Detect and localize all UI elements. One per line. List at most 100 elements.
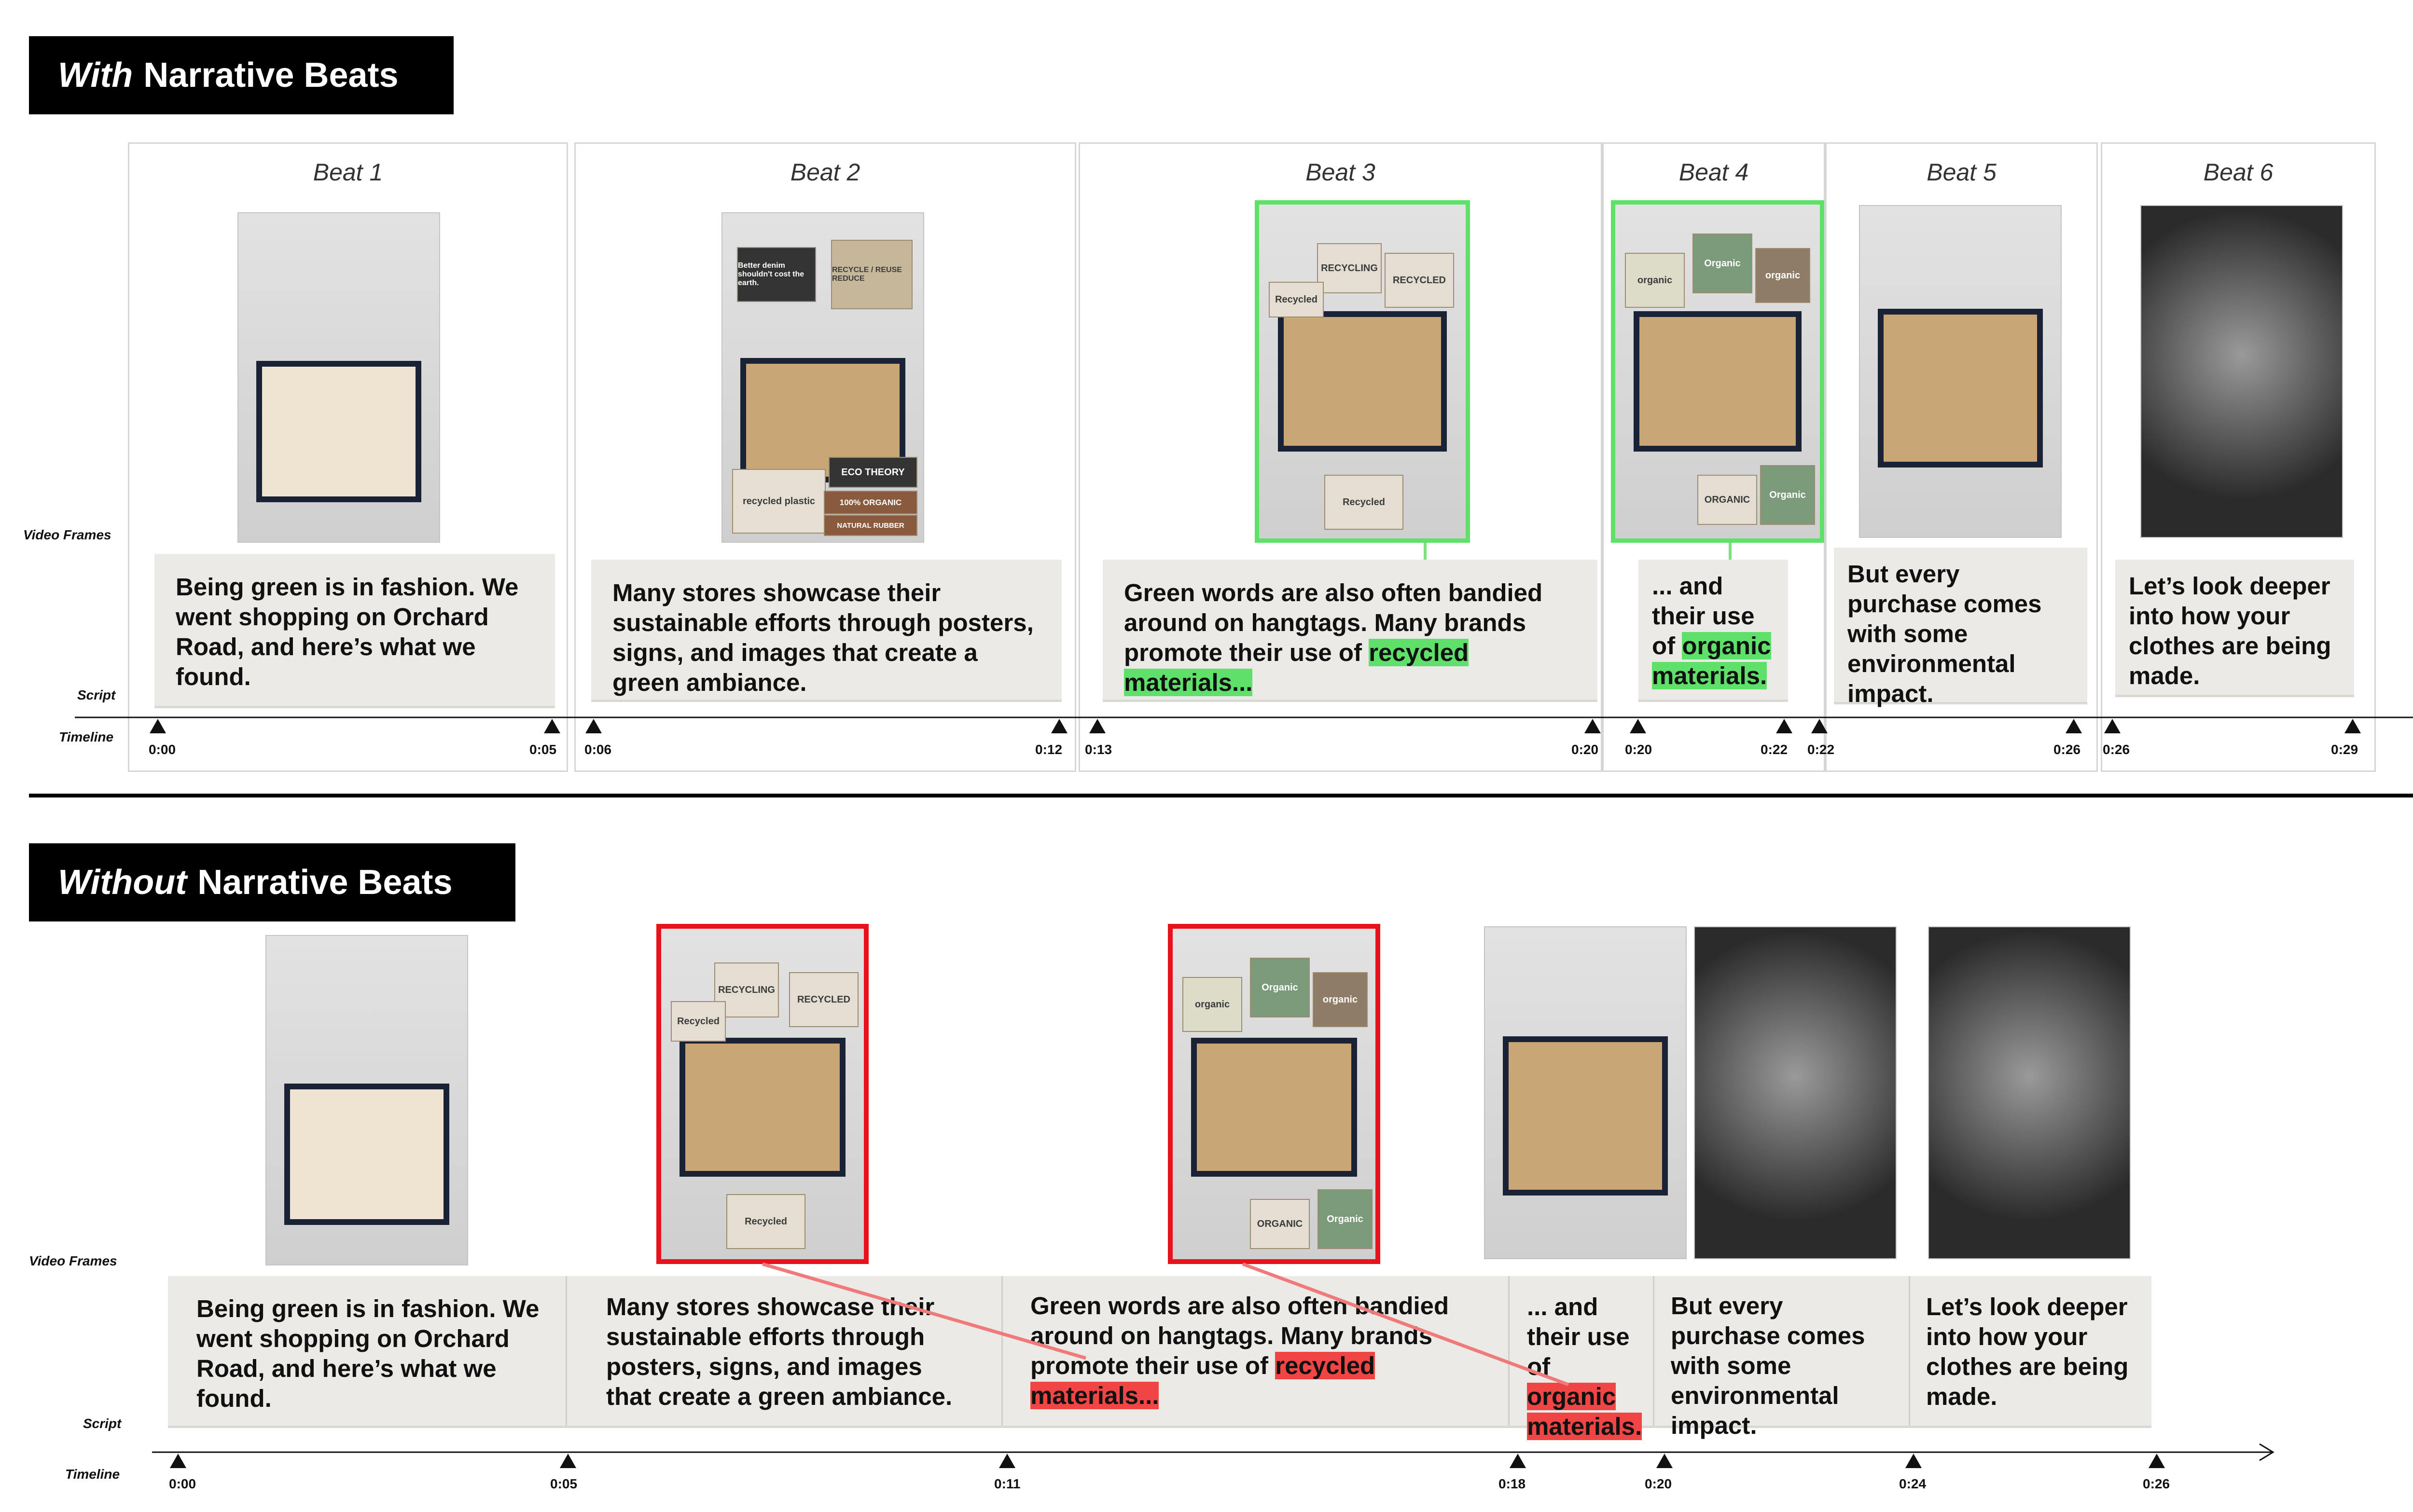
script-segment-1: Being green is in fashion. We went shopp… <box>196 1295 540 1412</box>
tick-beat6-end: 0:29 <box>2331 742 2358 757</box>
without-title-italic: Without <box>58 863 187 902</box>
script-divider <box>566 1276 567 1426</box>
with-title-rest: Narrative Beats <box>143 56 399 95</box>
tick-beat5-end: 0:26 <box>2053 742 2081 757</box>
script-segment-5: But every purchase comes with some envir… <box>1671 1292 1865 1439</box>
with-section-title: With Narrative Beats <box>29 36 454 114</box>
sticker-recycled: Recycled <box>671 1001 726 1042</box>
beat-box-3: Beat 3 <box>1079 142 1602 772</box>
script-beat3-text: Green words are also often bandied aroun… <box>1124 579 1543 666</box>
with-video-frames-label: Video Frames <box>23 527 111 542</box>
script-divider <box>1001 1276 1003 1426</box>
tick-marker <box>1905 1454 1922 1468</box>
beat-box-6: Beat 6 <box>2101 142 2376 772</box>
script-divider <box>1508 1276 1510 1426</box>
sticker-denim: Better denim shouldn't cost the earth. <box>737 247 816 302</box>
sticker-organic-cap: Organic <box>1250 958 1310 1017</box>
tick-beat1-end: 0:05 <box>529 742 557 757</box>
script-beat2: Many stores showcase their sustainable e… <box>591 560 1062 700</box>
tick-6: 0:26 <box>2143 1476 2170 1491</box>
beat-label-1: Beat 1 <box>313 159 383 186</box>
tick-beat4-start: 0:20 <box>1625 742 1652 757</box>
sticker-recycled-upper: RECYCLED <box>789 972 859 1027</box>
tick-marker <box>1811 719 1828 733</box>
tick-5: 0:24 <box>1899 1476 1927 1491</box>
tick-2: 0:11 <box>994 1476 1021 1491</box>
sticker-organic-upper: ORGANIC <box>1250 1199 1310 1249</box>
tick-marker <box>544 719 560 733</box>
script-divider <box>1653 1276 1654 1426</box>
tick-marker <box>1051 719 1068 733</box>
tick-marker <box>1510 1454 1526 1468</box>
without-title-rest: Narrative Beats <box>197 863 453 902</box>
script-beat6: Let’s look deeper into how your clothes … <box>2115 560 2354 695</box>
script-beat5: But every purchase comes with some envir… <box>1834 548 2087 707</box>
video-frame-4 <box>1484 926 1687 1259</box>
script-beat4-text: ... and their use of <box>1652 572 1755 660</box>
without-video-frames-label: Video Frames <box>29 1253 117 1268</box>
script-divider <box>1909 1276 1910 1426</box>
beat-label-3: Beat 3 <box>1305 159 1375 186</box>
tick-marker <box>585 719 602 733</box>
sticker-organic-green: Organic <box>1317 1189 1373 1249</box>
without-timeline-label: Timeline <box>65 1467 120 1482</box>
sticker-organic-100: 100% ORGANIC <box>824 491 917 514</box>
script-segment-4: ... and their use of organic materials. <box>1515 1278 1653 1440</box>
video-frame-beat2: Better denim shouldn't cost the earth. R… <box>721 212 924 543</box>
video-frame-6 <box>1928 926 2131 1259</box>
sticker-organic: organic <box>1625 253 1685 308</box>
beat-label-4: Beat 4 <box>1678 159 1749 186</box>
sticker-natural-rubber: NATURAL RUBBER <box>824 515 917 536</box>
beat-box-4: Beat 4 <box>1602 142 1825 772</box>
tick-marker <box>2149 1454 2165 1468</box>
script-beat3: Green words are also often bandied aroun… <box>1103 560 1597 700</box>
sticker-organic-green: Organic <box>1760 465 1815 525</box>
tick-marker <box>150 719 166 733</box>
beat-box-1: Beat 1 <box>128 142 568 772</box>
tick-marker <box>999 1454 1015 1468</box>
tick-marker <box>560 1454 576 1468</box>
tick-beat1-start: 0:00 <box>149 742 176 757</box>
video-frame-5 <box>1694 926 1897 1259</box>
sticker-recycled-upper: RECYCLED <box>1385 253 1454 308</box>
script-beat4: ... and their use of organic materials. <box>1638 560 1788 700</box>
tick-marker <box>1776 719 1792 733</box>
script-segment-3: Green words are also often bandied aroun… <box>1016 1278 1503 1423</box>
sticker-recycled: Recycled <box>1269 282 1324 317</box>
beat-label-5: Beat 5 <box>1927 159 1997 186</box>
tick-3: 0:18 <box>1498 1476 1526 1491</box>
script-beat1: Being green is in fashion. We went shopp… <box>154 554 555 706</box>
tick-marker <box>2066 719 2082 733</box>
tick-beat3-end: 0:20 <box>1571 742 1599 757</box>
section-divider <box>29 794 2413 797</box>
sticker-recycled-bottom: Recycled <box>1324 475 1403 530</box>
tick-marker <box>1584 719 1601 733</box>
sticker-recycling: RECYCLING <box>1317 243 1382 293</box>
sticker-organic-cap: Organic <box>1692 234 1752 293</box>
script-segment-4-text: ... and their use of <box>1527 1293 1630 1380</box>
tick-beat6-start: 0:26 <box>2103 742 2130 757</box>
without-script-label: Script <box>83 1416 122 1431</box>
script-segment-2: Many stores showcase their sustainable e… <box>606 1293 953 1410</box>
video-frame-beat3-highlighted: RECYCLING RECYCLED Recycled Recycled <box>1255 200 1470 543</box>
sticker-recycled-plastic: recycled plastic <box>732 469 826 534</box>
sticker-recycled-bottom: Recycled <box>726 1194 805 1249</box>
beat-label-2: Beat 2 <box>790 159 860 186</box>
tick-beat3-start: 0:13 <box>1085 742 1112 757</box>
tick-marker <box>2344 719 2361 733</box>
without-section-title: Without Narrative Beats <box>29 843 515 921</box>
sticker-eco-theory: ECO THEORY <box>829 457 917 488</box>
tick-beat2-end: 0:12 <box>1035 742 1063 757</box>
beat-box-2: Beat 2 <box>574 142 1076 772</box>
video-frame-beat1 <box>237 212 440 543</box>
script-segment-3-text: Green words are also often bandied aroun… <box>1030 1292 1449 1379</box>
with-title-italic: With <box>58 56 133 95</box>
tick-1: 0:05 <box>550 1476 578 1491</box>
beat-label-6: Beat 6 <box>2203 159 2274 186</box>
tick-0: 0:00 <box>169 1476 196 1491</box>
sticker-organic-tag: organic <box>1313 972 1368 1027</box>
video-frame-3-highlighted: organic Organic organic ORGANIC Organic <box>1168 924 1380 1264</box>
